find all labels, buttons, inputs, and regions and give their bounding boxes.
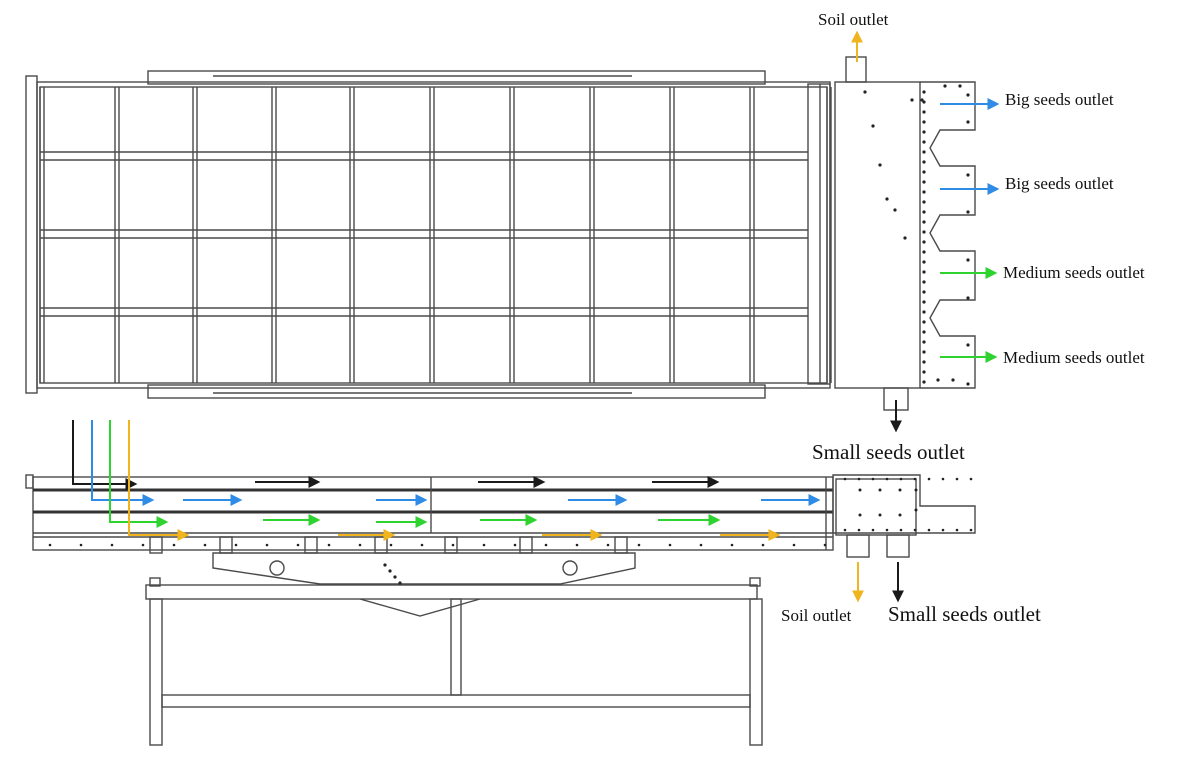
left-end-plate: [25, 75, 38, 394]
vibration-base: [212, 552, 636, 585]
label-medium-seeds-outlet-1: Medium seeds outlet: [1003, 263, 1145, 282]
outlet-chute-profile: [920, 81, 976, 389]
stand-leg-center: [450, 598, 462, 696]
small-seeds-outlet-pipe-bottom: [886, 534, 910, 558]
soil-outlet-pipe-bottom: [846, 534, 870, 558]
stand-top-beam: [145, 584, 758, 600]
bolts: [863, 84, 970, 386]
stand-leg-left: [149, 598, 163, 746]
screen-grid: [39, 87, 832, 383]
small-seeds-inlet: [72, 420, 138, 490]
label-soil-outlet-top: Soil outlet: [818, 10, 889, 29]
label-small-seeds-outlet-top: Small seeds outlet: [812, 440, 965, 464]
stand-leg-right: [749, 598, 763, 746]
label-soil-outlet-bottom: Soil outlet: [781, 606, 852, 625]
stand-center-web: [359, 598, 481, 617]
label-small-seeds-outlet-bottom: Small seeds outlet: [888, 602, 1041, 626]
right-end-plate: [807, 83, 831, 385]
big-seeds-inlet: [91, 420, 155, 506]
soil-inlet: [128, 420, 190, 541]
label-medium-seeds-outlet-2: Medium seeds outlet: [1003, 348, 1145, 367]
top-rail: [147, 70, 766, 85]
stand-bottom-beam: [161, 694, 751, 708]
left-cap: [25, 474, 34, 489]
outlet-box: [834, 81, 921, 389]
side-view: [25, 474, 976, 746]
pivot-left: [269, 560, 285, 576]
flow-arrows: [72, 30, 1000, 603]
label-big-seeds-outlet-2: Big seeds outlet: [1005, 174, 1114, 193]
bottom-rail: [147, 384, 766, 399]
pivot-right: [562, 560, 578, 576]
discharge-box: [832, 474, 976, 534]
top-view: [25, 56, 976, 411]
label-big-seeds-outlet-1: Big seeds outlet: [1005, 90, 1114, 109]
medium-seeds-inlet: [109, 420, 169, 528]
